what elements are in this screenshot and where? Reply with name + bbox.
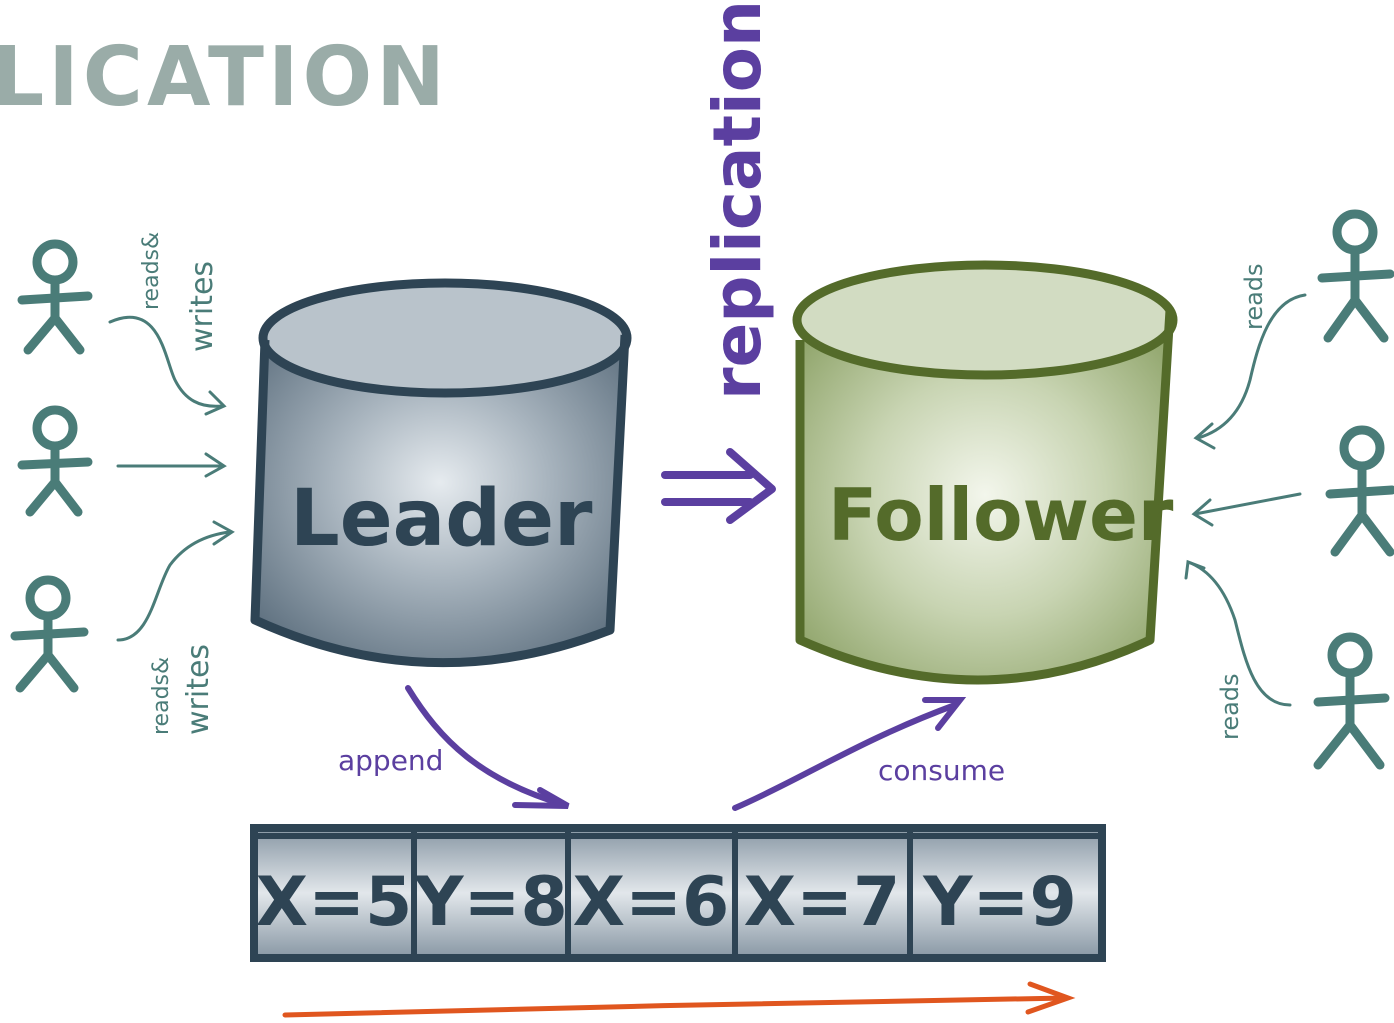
leader-client-label-2-line1: reads& <box>149 657 174 735</box>
leader-client-label-1-line1: reads& <box>139 232 164 310</box>
page-title: LICATION <box>0 30 449 125</box>
log-entry: Y=8 <box>413 863 568 942</box>
log-entry: X=6 <box>573 863 730 942</box>
replication-label: replication <box>699 0 776 400</box>
consume-label: consume <box>878 754 1005 787</box>
follower-database-icon <box>792 260 1178 685</box>
log-direction-arrow-icon <box>282 981 1076 1018</box>
follower-client-label-1: reads <box>1240 263 1268 330</box>
follower-label: Follower <box>828 473 1174 557</box>
append-label: append <box>338 744 443 777</box>
leader-client-2-icon <box>17 405 93 517</box>
follower-client-1-icon <box>1317 209 1394 343</box>
log: X=5 Y=8 X=6 X=7 Y=9 <box>250 824 1106 962</box>
follower-client-3-icon <box>1313 632 1390 770</box>
replication-arrow-icon <box>661 448 776 524</box>
leader-database-icon <box>250 278 632 668</box>
log-entry: X=7 <box>744 863 901 942</box>
leader-client-arrows <box>108 315 235 642</box>
leader-client-label-2-line2: writes <box>181 644 216 735</box>
follower-client-arrows <box>1184 293 1307 707</box>
log-entry: Y=9 <box>922 863 1077 942</box>
leader-label: Leader <box>290 474 593 564</box>
leader-client-1-icon <box>17 239 93 355</box>
leader-client-label-1-line2: writes <box>185 261 220 352</box>
follower-client-label-2: reads <box>1216 673 1244 740</box>
log-entry: X=5 <box>256 863 413 942</box>
leader-client-3-icon <box>10 575 89 693</box>
consume-arrow-icon <box>732 697 967 811</box>
follower-client-2-icon <box>1325 425 1394 557</box>
append-arrow-icon <box>405 685 570 809</box>
